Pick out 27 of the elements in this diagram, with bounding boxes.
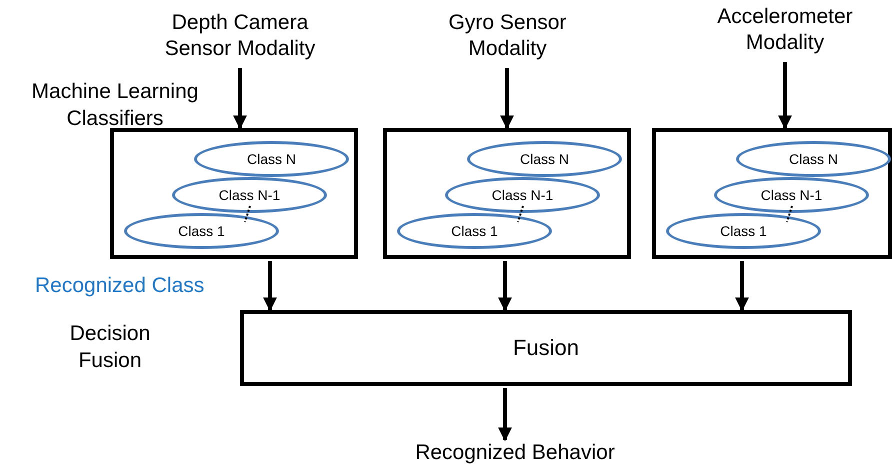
class-ellipse: Class N-1 — [714, 177, 869, 213]
classifier-box — [652, 128, 892, 259]
modality-label: Depth Camera Sensor Modality — [164, 11, 316, 60]
arrow — [498, 388, 512, 442]
class-ellipse: Class 1 — [666, 213, 821, 249]
arrow — [233, 68, 247, 130]
class-ellipse: Class 1 — [397, 213, 552, 249]
class-ellipse: Class 1 — [124, 213, 279, 249]
class-ellipse: Class N — [736, 141, 891, 177]
fusion-box: Fusion — [240, 310, 852, 386]
modality-label: Gyro Sensor Modality — [448, 11, 566, 60]
arrow — [778, 62, 792, 130]
output-label: Recognized Behavior — [415, 441, 615, 464]
modality-label: Accelerometer Modality — [717, 5, 853, 54]
class-ellipse: Class N — [194, 141, 349, 177]
arrow — [498, 261, 512, 312]
class-ellipse: Class N-1 — [172, 177, 327, 213]
arrow — [263, 261, 277, 312]
stage-label: Decision Fusion — [68, 321, 152, 374]
classifier-box — [383, 128, 631, 259]
class-ellipse: Class N — [467, 141, 622, 177]
classifier-label: Machine Learning Classifiers — [30, 79, 200, 132]
classifier-box — [110, 128, 358, 259]
output-class-label: Recognized Class — [35, 273, 206, 299]
class-ellipse: Class N-1 — [445, 177, 600, 213]
arrow — [735, 261, 749, 312]
arrow — [500, 68, 514, 130]
